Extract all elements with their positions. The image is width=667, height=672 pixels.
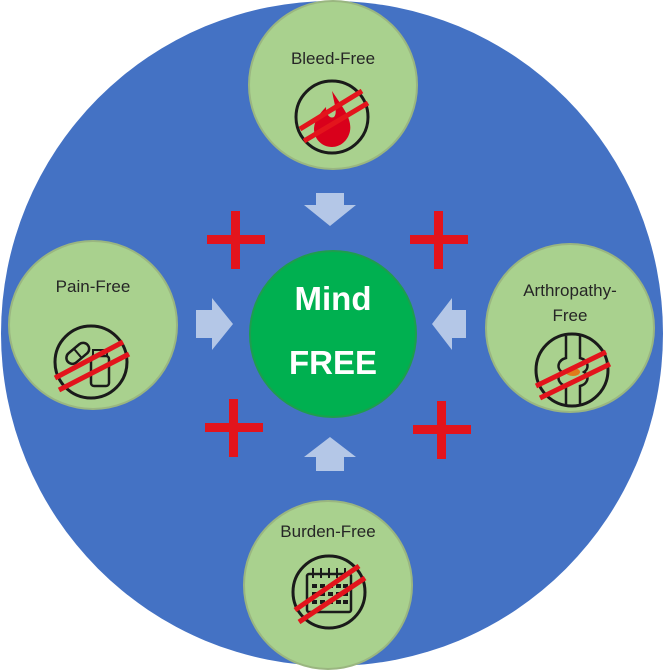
- node-label-line1: Arthropathy-: [523, 281, 617, 300]
- blood-drop-crossed-icon: [294, 79, 370, 155]
- center-circle: Mind FREE: [249, 250, 417, 418]
- plus-top-left: [207, 211, 265, 269]
- node-label: Arthropathy- Free: [487, 278, 653, 328]
- arrow-up: [304, 437, 356, 471]
- node-label: Pain-Free: [55, 277, 131, 296]
- joint-crossed-icon: [534, 332, 612, 408]
- node-bleed-free: Bleed-Free: [248, 0, 418, 170]
- node-label: Burden-Free: [280, 522, 376, 541]
- node-label-line2: Free: [552, 306, 588, 325]
- plus-bottom-left: [205, 399, 263, 457]
- center-title-line1: Mind: [294, 280, 372, 317]
- arrow-right: [196, 298, 233, 350]
- node-burden-free: Burden-Free: [243, 500, 413, 670]
- calendar-crossed-icon: [291, 554, 367, 630]
- arrow-left: [432, 298, 466, 350]
- pill-and-bottle-crossed-icon: [53, 324, 131, 400]
- plus-top-right: [410, 211, 468, 269]
- node-pain-free: Pain-Free: [8, 240, 178, 410]
- center-title-line2: FREE: [288, 344, 377, 381]
- arrow-down: [304, 193, 356, 226]
- node-arthropathy-free: Arthropathy- Free: [485, 243, 655, 413]
- node-label: Bleed-Free: [290, 49, 376, 68]
- plus-bottom-right: [413, 401, 471, 459]
